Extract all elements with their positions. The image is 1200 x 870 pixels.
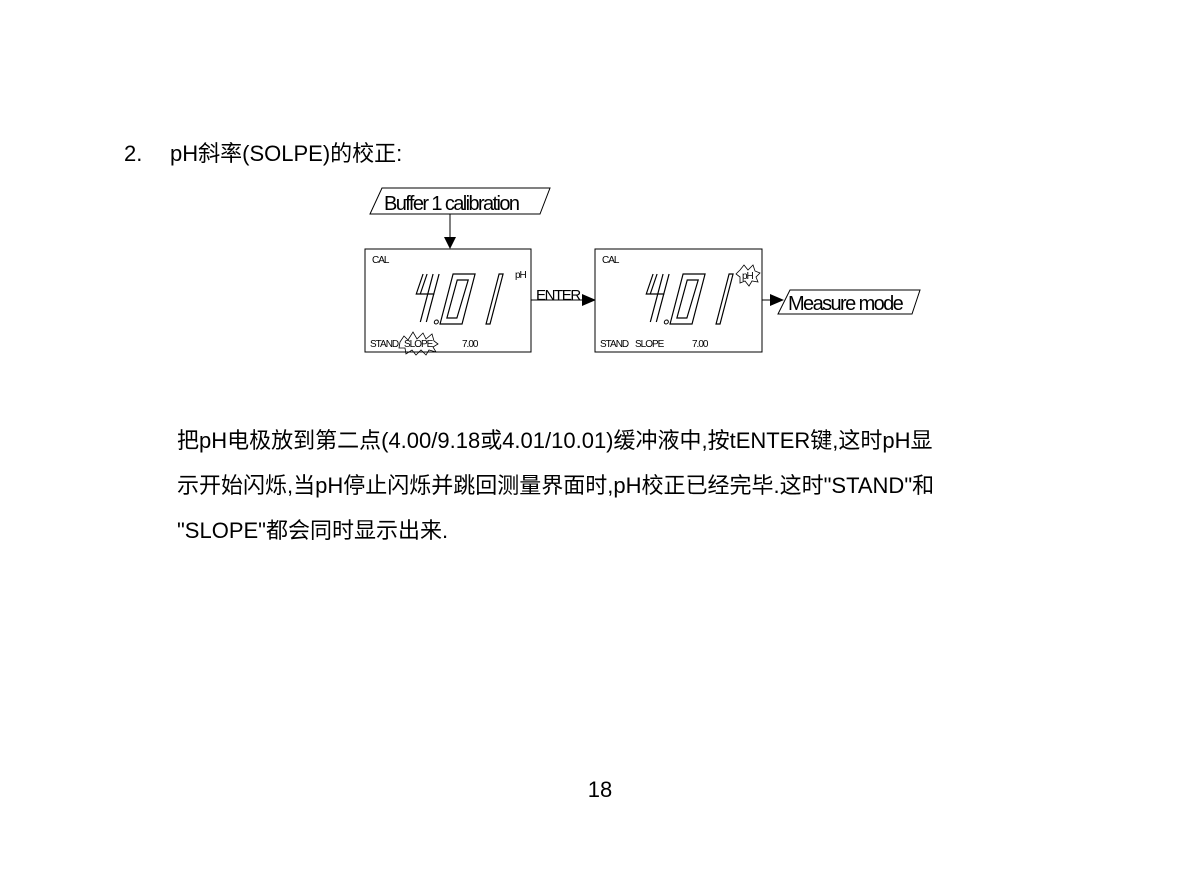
display1-slope-blink-burst: SLOPE xyxy=(398,331,439,356)
lcd-display-2: CAL pH STAND SLOPE 7.00 xyxy=(594,248,763,353)
start-label: Buffer 1 calibration xyxy=(384,193,519,215)
section-title: pH斜率(SOLPE)的校正: xyxy=(170,141,403,166)
section-heading: 2. pH斜率(SOLPE)的校正: xyxy=(124,140,402,168)
display2-unit: pH xyxy=(742,271,754,282)
enter-label: ENTER xyxy=(536,287,581,304)
down-arrow xyxy=(444,214,456,249)
display1-reference: 7.00 xyxy=(462,339,479,350)
display1-mode: CAL xyxy=(372,255,390,266)
start-label-box: Buffer 1 calibration xyxy=(369,187,551,215)
calibration-flow-diagram: Buffer 1 calibration CAL pH xyxy=(360,182,940,362)
end-label-box: Measure mode xyxy=(777,289,921,315)
display2-digits xyxy=(645,273,734,325)
display1-status-slope: SLOPE xyxy=(404,339,434,350)
display2-reference: 7.00 xyxy=(692,339,709,350)
display2-status-stand: STAND xyxy=(600,339,629,350)
display1-unit: pH xyxy=(515,270,527,281)
instruction-paragraph: 把pH电极放到第二点(4.00/9.18或4.01/10.01)缓冲液中,按tE… xyxy=(177,418,1057,553)
display1-digits xyxy=(415,273,504,325)
display2-unit-blink-burst: pH xyxy=(735,264,761,287)
lcd-display-1: CAL pH STAND SLOPE 7.00 xyxy=(364,248,532,356)
display2-status-slope: SLOPE xyxy=(635,339,665,350)
paragraph-line-2: 示开始闪烁,当pH停止闪烁并跳回测量界面时,pH校正已经完毕.这时"STAND"… xyxy=(177,473,935,498)
display1-status-stand: STAND xyxy=(370,339,399,350)
paragraph-line-1: 把pH电极放到第二点(4.00/9.18或4.01/10.01)缓冲液中,按tE… xyxy=(177,428,933,453)
end-label: Measure mode xyxy=(788,293,904,315)
page-number: 18 xyxy=(587,777,613,802)
measure-arrow xyxy=(762,294,784,306)
display2-mode: CAL xyxy=(602,255,620,266)
section-number: 2. xyxy=(124,141,143,166)
paragraph-line-3: "SLOPE"都会同时显示出来. xyxy=(177,518,449,543)
enter-arrow: ENTER xyxy=(531,287,596,306)
